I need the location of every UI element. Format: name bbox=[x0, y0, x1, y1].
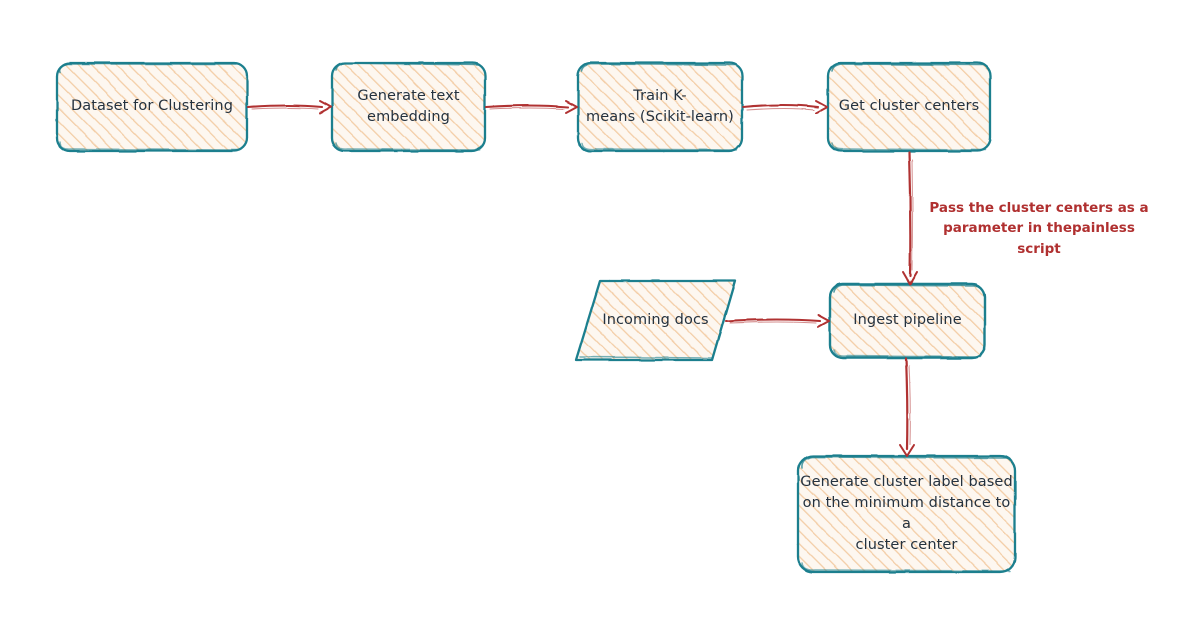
edge-centers-to-ingest bbox=[902, 150, 918, 285]
node-centers[interactable] bbox=[826, 61, 992, 153]
node-kmeans[interactable] bbox=[576, 61, 744, 153]
edge-embedding-to-kmeans bbox=[484, 100, 578, 114]
node-incoming[interactable] bbox=[574, 279, 737, 362]
edge-ingest-to-label bbox=[899, 357, 915, 457]
edge-dataset-to-embedding bbox=[246, 100, 332, 114]
edge-kmeans-to-centers bbox=[741, 100, 828, 114]
node-embedding[interactable] bbox=[330, 61, 487, 153]
edge-incoming-to-ingest bbox=[724, 314, 830, 328]
node-ingest[interactable] bbox=[828, 282, 987, 360]
node-dataset[interactable] bbox=[55, 61, 249, 153]
node-label[interactable] bbox=[796, 454, 1017, 574]
